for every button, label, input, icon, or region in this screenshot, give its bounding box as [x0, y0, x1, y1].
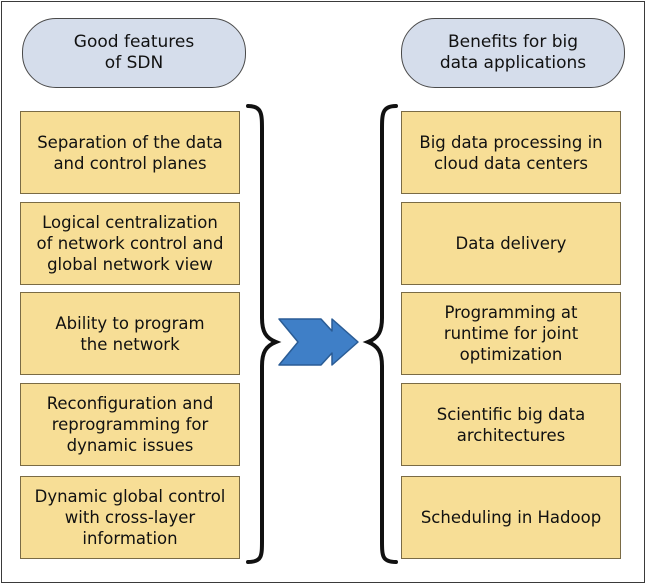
feature-label: Separation of the data and control plane… — [37, 132, 223, 173]
feature-label: Reconfiguration and reprogramming for dy… — [46, 394, 214, 455]
right-header: Benefits for big data applications — [401, 18, 625, 88]
right-brace — [362, 104, 398, 564]
feature-label: Dynamic global control with cross-layer … — [34, 487, 226, 548]
benefit-label: Scientific big data architectures — [436, 404, 586, 445]
benefit-box-runtime-programming: Programming at runtime for joint optimiz… — [401, 292, 621, 375]
benefit-label: Scheduling in Hadoop — [420, 508, 602, 527]
benefit-label: Programming at runtime for joint optimiz… — [443, 303, 579, 364]
feature-box-programmability: Ability to program the network — [20, 292, 240, 375]
left-header: Good features of SDN — [22, 18, 246, 88]
benefit-box-scientific-architectures: Scientific big data architectures — [401, 383, 621, 466]
feature-box-separation: Separation of the data and control plane… — [20, 111, 240, 194]
feature-label: Ability to program the network — [55, 313, 205, 354]
benefit-box-hadoop-scheduling: Scheduling in Hadoop — [401, 476, 621, 559]
benefit-label: Big data processing in cloud data center… — [419, 132, 603, 173]
feature-box-global-control: Dynamic global control with cross-layer … — [20, 476, 240, 559]
benefit-box-cloud-processing: Big data processing in cloud data center… — [401, 111, 621, 194]
right-header-label: Benefits for big data applications — [439, 32, 587, 73]
feature-box-reconfiguration: Reconfiguration and reprogramming for dy… — [20, 383, 240, 466]
feature-box-centralization: Logical centralization of network contro… — [20, 202, 240, 285]
left-header-label: Good features of SDN — [73, 32, 195, 73]
benefit-box-data-delivery: Data delivery — [401, 202, 621, 285]
benefit-label: Data delivery — [455, 234, 567, 253]
feature-label: Logical centralization of network contro… — [36, 213, 224, 274]
chevron-arrow-icon — [278, 318, 359, 366]
left-brace — [246, 104, 282, 564]
